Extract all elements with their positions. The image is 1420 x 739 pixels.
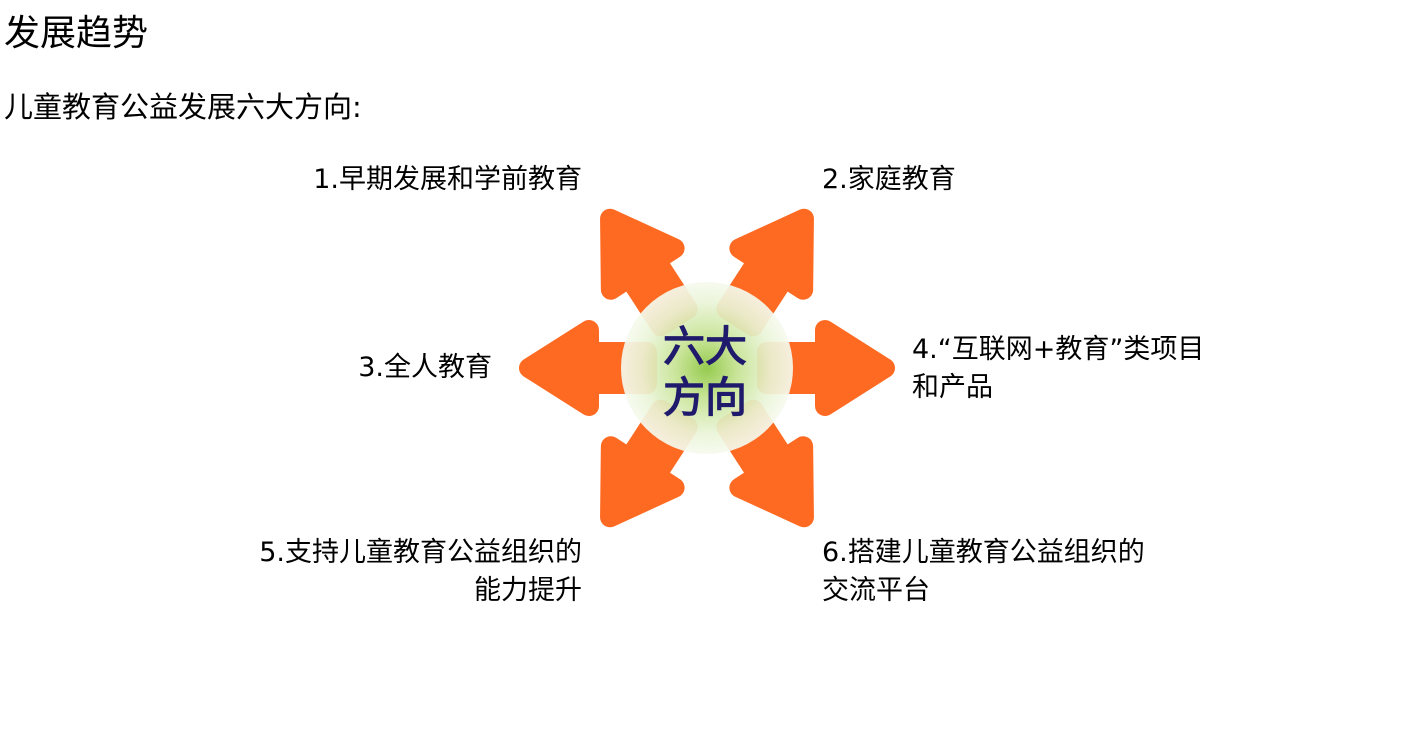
direction-2-line1: 2.家庭教育 [822, 164, 956, 195]
center-glow-circle [621, 282, 793, 454]
direction-4-line1: 4.“互联网+教育”类项目 [912, 334, 1205, 365]
direction-4-line2: 和产品 [912, 372, 993, 403]
direction-3-label: 3.全人教育 [358, 349, 492, 387]
direction-5-label: 5.支持儿童教育公益组织的 能力提升 [259, 534, 582, 610]
page-title: 发展趋势 [4, 13, 149, 54]
direction-6-line1: 6.搭建儿童教育公益组织的 [822, 537, 1145, 568]
direction-6-line2: 交流平台 [822, 575, 930, 606]
direction-5-line1: 5.支持儿童教育公益组织的 [259, 537, 582, 568]
subtitle: 儿童教育公益发展六大方向: [4, 90, 362, 124]
direction-2-label: 2.家庭教育 [822, 161, 956, 199]
direction-5-line2: 能力提升 [474, 575, 582, 606]
direction-1-label: 1.早期发展和学前教育 [313, 161, 582, 199]
center-label-line2: 方向 [663, 373, 747, 422]
direction-4-label: 4.“互联网+教育”类项目 和产品 [912, 331, 1204, 407]
direction-1-line1: 1.早期发展和学前教育 [313, 164, 582, 195]
direction-6-label: 6.搭建儿童教育公益组织的 交流平台 [822, 534, 1145, 610]
direction-3-line1: 3.全人教育 [358, 352, 492, 383]
center-label-line1: 六大 [663, 322, 747, 371]
